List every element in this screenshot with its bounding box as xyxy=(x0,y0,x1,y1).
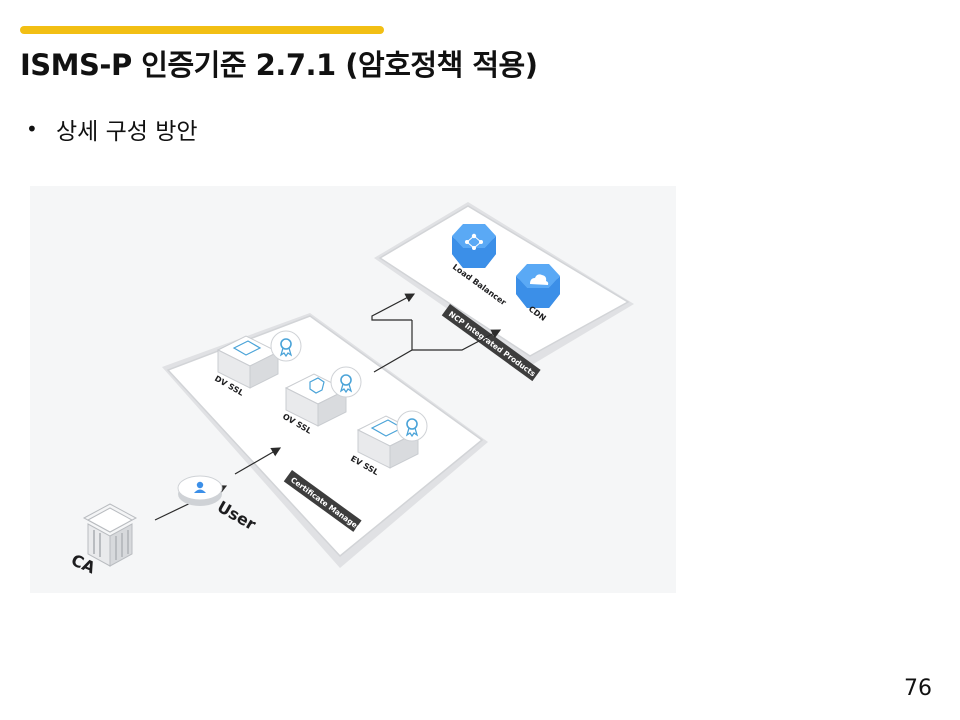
bullet-dot: • xyxy=(26,117,38,141)
arrow-user-to-certificate-manager xyxy=(234,447,282,475)
user-icon xyxy=(194,481,206,493)
arrow-to-cdn xyxy=(412,329,502,351)
ev-certificate-badge-icon xyxy=(396,410,428,442)
user-node: User xyxy=(177,475,259,534)
ov-certificate-badge-icon xyxy=(330,366,362,398)
certificate-manager-platform: Certificate Manager xyxy=(162,313,488,568)
arrow-to-load-balancer xyxy=(371,293,416,321)
slide-title: ISMS-P 인증기준 2.7.1 (암호정책 적용) xyxy=(20,48,538,82)
ca-node: CA xyxy=(68,503,138,578)
ev-ssl-box: EV SSL xyxy=(349,410,428,477)
title-accent-bar xyxy=(20,26,384,34)
network-hub-icon xyxy=(465,233,483,250)
dv-certificate-badge-icon xyxy=(270,330,302,362)
page-number: 76 xyxy=(904,676,932,701)
bullet-item: • 상세 구성 방안 xyxy=(20,112,198,146)
bullet-text: 상세 구성 방안 xyxy=(56,119,198,145)
cdn-node: CDN xyxy=(516,264,560,323)
architecture-diagram-svg: Certificate Manager DV SSL OV SSL xyxy=(68,202,634,578)
dv-document-icon xyxy=(232,340,262,356)
user-label: User xyxy=(214,497,259,534)
dv-ssl-box: DV SSL xyxy=(213,330,302,398)
ncp-products-platform: NCP Integrated Products xyxy=(374,202,634,382)
cloud-icon xyxy=(530,274,549,285)
architecture-diagram: Certificate Manager DV SSL OV SSL xyxy=(30,186,676,593)
ov-shield-icon xyxy=(309,377,325,394)
bank-building-icon xyxy=(82,503,138,567)
